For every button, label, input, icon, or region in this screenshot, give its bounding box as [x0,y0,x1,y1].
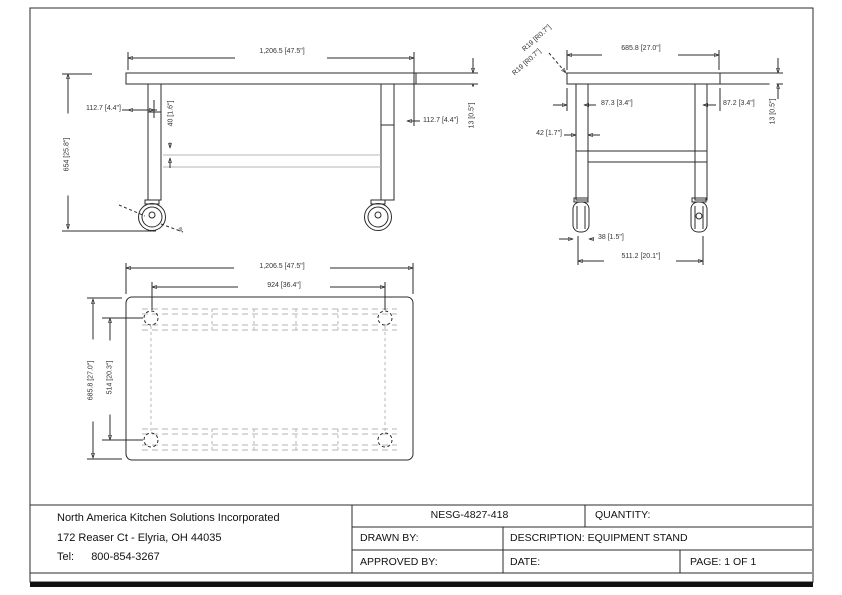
drawn-by-label: DRAWN BY: [360,532,419,544]
front-width-dim: 1,206.5 [47.5"] [234,48,330,55]
quantity-label: QUANTITY: [595,509,651,521]
side-right-leg-offset-dim: 87.2 [3.4"] [722,100,756,107]
company-phone: Tel: 800-854-3267 [57,551,160,564]
front-leg-size-dim: 40 [1.6"] [167,84,175,143]
approved-by-label: APPROVED BY: [360,556,438,568]
side-top-thickness-dim: 13 [0.5"] [769,82,777,141]
part-number: NESG-4827-418 [430,509,509,521]
side-depth-dim: 685.8 [27.0"] [597,45,685,52]
front-left-leg-offset-dim: 112.7 [4.4"] [73,105,122,112]
side-caster-width-dim: 38 [1.5"] [597,234,625,241]
plan-depth-dim: 685.8 [27.0"] [87,339,95,422]
company-address: 172 Reaser Ct - Elyria, OH 44035 [57,532,222,544]
page-label: PAGE: 1 OF 1 [690,556,757,568]
plan-width-dim: 1,206.5 [47.5"] [234,263,330,270]
company-name: North America Kitchen Solutions Incorpor… [57,512,280,524]
front-height-dim: 654 [25.8"] [63,113,71,196]
description-label: DESCRIPTION: EQUIPMENT STAND [510,532,688,544]
plan-hole-span-depth-dim: 514 [20.3"] [106,340,114,415]
phone-number: 800-854-3267 [91,551,160,563]
front-right-leg-offset-dim: 112.7 [4.4"] [422,117,460,124]
side-left-leg-offset-dim: 87.3 [3.4"] [600,100,634,107]
side-leg-span-dim: 511.2 [20.1"] [600,253,682,260]
side-leg-size-dim: 42 [1.7"] [523,130,563,137]
plan-hole-span-width-dim: 924 [36.4"] [238,282,330,289]
front-top-thickness-dim: 13 [0.5"] [468,86,476,145]
phone-label: Tel: [57,551,75,563]
date-label: DATE: [510,556,541,568]
